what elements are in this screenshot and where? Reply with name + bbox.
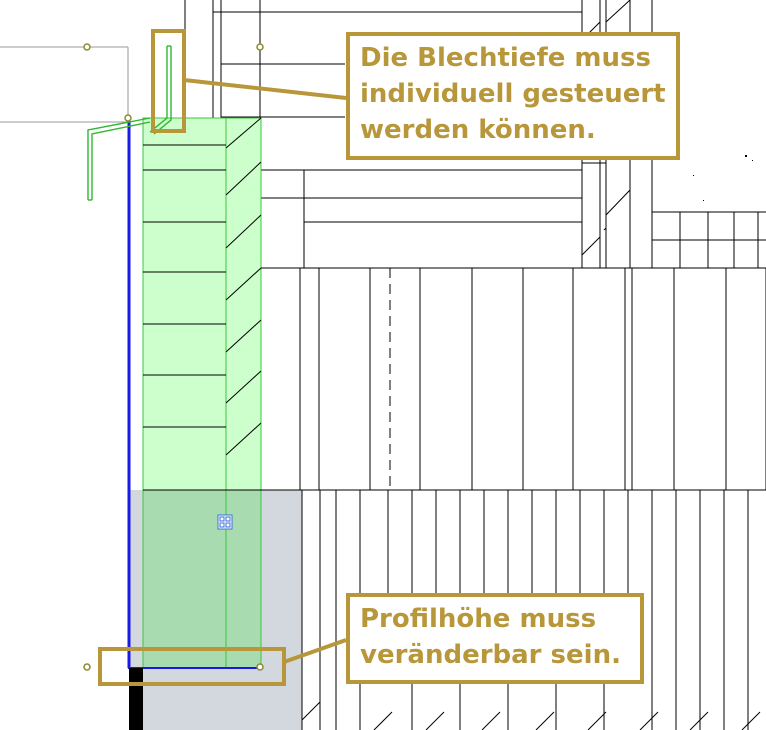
edit-handle[interactable] [124, 114, 132, 122]
wall-hatching [225, 117, 262, 456]
selection-handle-icon[interactable] [217, 514, 233, 530]
edit-handle[interactable] [256, 43, 264, 51]
siding-boards-upper [261, 267, 766, 491]
callout-sheet-depth: Die Blechtiefe muss individuell gesteuer… [346, 32, 680, 160]
insulation-layer [142, 117, 262, 669]
highlight-box-profile-height [98, 647, 286, 686]
reference-lines [0, 46, 129, 123]
edit-handle[interactable] [256, 663, 264, 671]
callout-line: individuell gesteuert [360, 79, 666, 109]
edit-handles[interactable] [83, 43, 264, 671]
callout-line: Profilhöhe muss [360, 604, 597, 634]
edit-handle[interactable] [83, 43, 91, 51]
speck-marks [693, 155, 753, 201]
base-footing [129, 668, 143, 730]
leader-line-top [183, 78, 347, 100]
callout-profile-height: Profilhöhe muss veränderbar sein. [346, 593, 644, 684]
siding-boards-lower [301, 490, 761, 730]
leader-line-bottom [283, 638, 347, 664]
edit-handle[interactable] [83, 663, 91, 671]
callout-line: werden können. [360, 115, 596, 145]
callout-line: Die Blechtiefe muss [360, 43, 651, 73]
callout-line: veränderbar sein. [360, 640, 621, 670]
insulation-courses [143, 144, 302, 491]
